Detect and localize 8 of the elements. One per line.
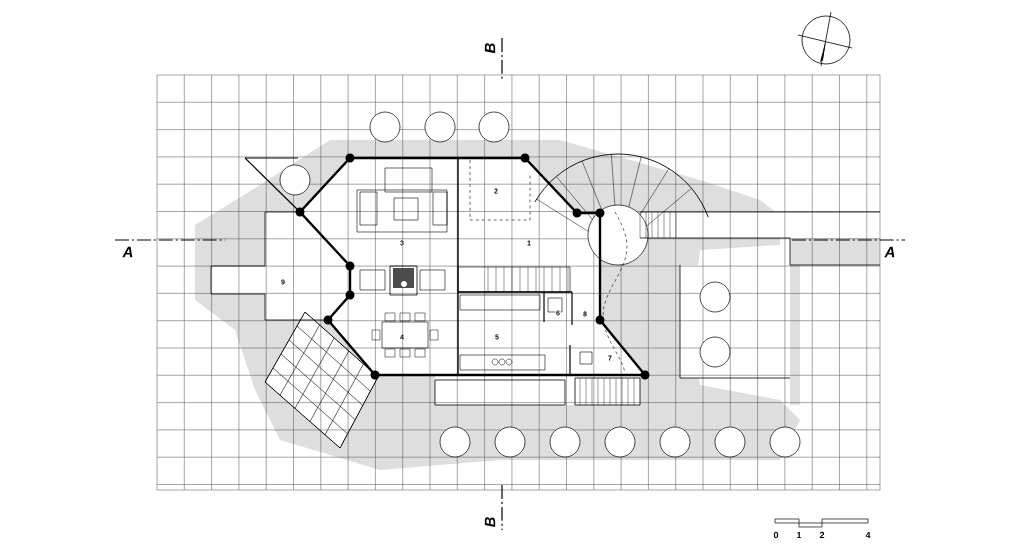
section-letter: B bbox=[484, 43, 496, 54]
section-letter: B bbox=[484, 517, 496, 528]
scale-label: 2 bbox=[819, 531, 825, 539]
scale-label: 1 bbox=[797, 531, 802, 539]
scale-label: 0 bbox=[773, 531, 779, 539]
scale-label: 4 bbox=[865, 531, 871, 539]
section-letter: A bbox=[884, 246, 895, 258]
section-letter: A bbox=[122, 246, 133, 258]
